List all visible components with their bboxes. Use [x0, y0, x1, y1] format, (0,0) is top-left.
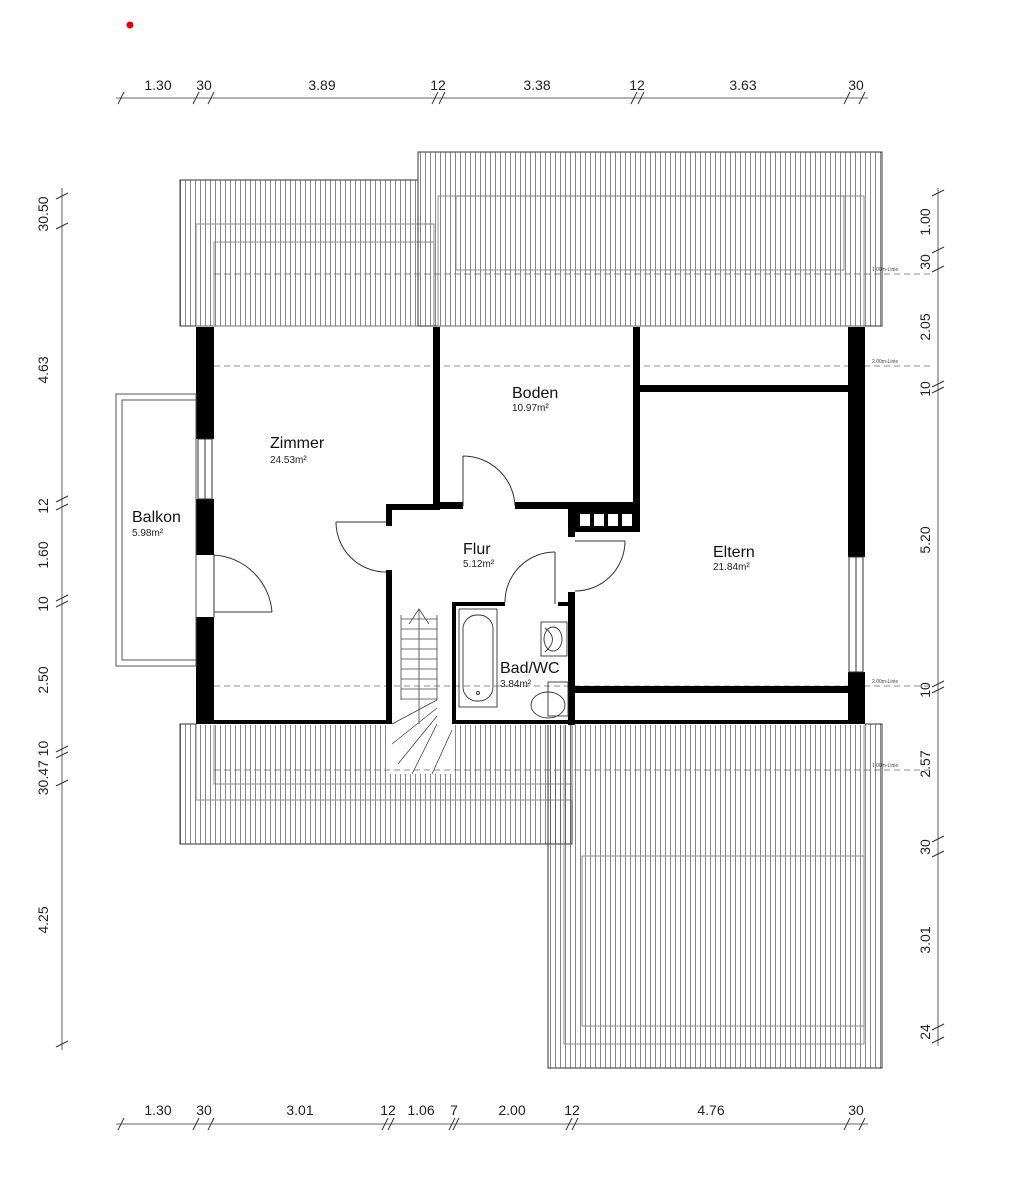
roof-top-left [179, 179, 435, 327]
dim-left-6: 2.50 [35, 666, 51, 693]
room-area-bad: 3.84m² [500, 679, 532, 690]
line-label-100-bottom: 1.00m-Linie [872, 763, 898, 769]
dim-right-5: 5.20 [917, 526, 933, 553]
dim-bottom-3: 3.01 [286, 1102, 313, 1118]
dim-right-8: 30 [917, 839, 933, 855]
dim-left-7: 30.47 10 [35, 741, 51, 796]
room-area-balkon: 5.98m² [132, 528, 164, 539]
walls [196, 327, 865, 725]
room-area-eltern: 21.84m² [713, 562, 750, 573]
dim-right-1: 1.00 [917, 208, 933, 235]
dim-top-6: 12 [629, 77, 645, 93]
dim-top-1: 1.30 [144, 77, 171, 93]
dim-top-4: 12 [430, 77, 446, 93]
dim-top-2: 30 [196, 77, 212, 93]
staircase [391, 608, 453, 775]
bathtub [458, 608, 498, 708]
dim-bottom-6: 7 [450, 1102, 458, 1118]
windows [197, 438, 864, 673]
dim-bottom-2: 30 [196, 1102, 212, 1118]
room-name-bad: Bad/WC [500, 660, 560, 677]
dim-left-5: 10 [35, 596, 51, 612]
dim-right-6: 10 [917, 682, 933, 698]
dim-right-2: 30 [917, 254, 933, 270]
dim-top-8: 30 [848, 77, 864, 93]
dim-bottom-8: 12 [564, 1102, 580, 1118]
dim-top-3: 3.89 [308, 77, 335, 93]
dim-bottom-1: 1.30 [144, 1102, 171, 1118]
line-label-200-bottom: 2.00m-Linie [872, 679, 898, 685]
roof-top-right [417, 151, 883, 327]
roof-bottom-left [179, 723, 573, 845]
dimension-ticks [55, 91, 945, 1131]
dim-top-7: 3.63 [729, 77, 756, 93]
roof-bottom-right [547, 723, 883, 1069]
room-name-zimmer: Zimmer [270, 435, 325, 452]
line-label-200-top: 2.00m-Linie [872, 359, 898, 365]
dim-right-3: 2.05 [917, 313, 933, 340]
dim-bottom-4: 12 [380, 1102, 396, 1118]
dimension-lines [61, 97, 939, 1125]
dim-bottom-5: 1.06 [407, 1102, 434, 1118]
dim-bottom-10: 30 [848, 1102, 864, 1118]
sink [540, 621, 568, 657]
room-name-flur: Flur [463, 541, 491, 558]
dim-left-3: 12 [35, 498, 51, 514]
balcony [115, 393, 197, 667]
room-name-eltern: Eltern [713, 544, 755, 561]
dim-bottom-7: 2.00 [498, 1102, 525, 1118]
dim-left-2: 4.63 [35, 356, 51, 383]
line-label-100-top: 1.00m-Linie [872, 267, 898, 273]
room-area-boden: 10.97m² [512, 403, 549, 414]
dim-top-5: 3.38 [523, 77, 550, 93]
dim-left-4: 1.60 [35, 541, 51, 568]
dim-right-10: 24 [917, 1024, 933, 1040]
toilet [530, 681, 569, 719]
dim-bottom-9: 4.76 [697, 1102, 724, 1118]
shaft-block [575, 509, 638, 532]
dim-left-1: 30.50 [35, 196, 51, 231]
dim-right-4: 10 [917, 381, 933, 397]
dim-right-7: 2.57 [917, 750, 933, 777]
room-name-boden: Boden [512, 385, 558, 402]
door-swings [213, 455, 626, 617]
marker-dot [126, 21, 134, 29]
room-name-balkon: Balkon [132, 509, 181, 526]
dim-left-8: 4.25 [35, 906, 51, 933]
room-area-zimmer: 24.53m² [270, 455, 307, 466]
room-area-flur: 5.12m² [463, 559, 495, 570]
dim-right-9: 3.01 [917, 926, 933, 953]
